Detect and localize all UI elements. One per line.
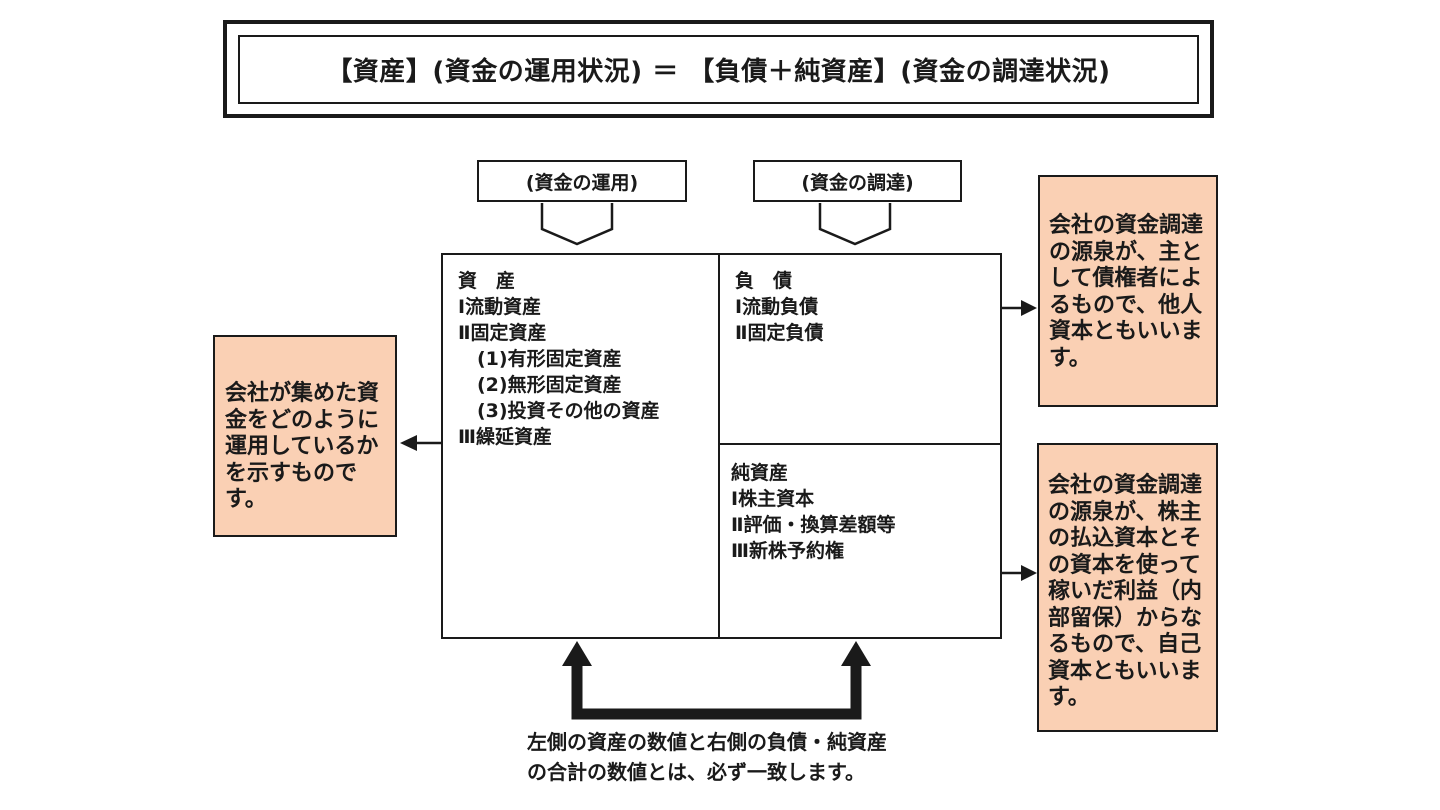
title-frame: 【資産】(資金の運用状況) ＝ 【負債＋純資産】(資金の調達状況) — [223, 20, 1214, 118]
net-assets-note-right-arrow-icon — [1002, 565, 1037, 581]
flow-label-funds-financing-text: (資金の調達) — [801, 171, 914, 194]
liabilities-note: 会社の資金調達 の源泉が、主と して債権者によ るもので、他人 資本ともいいま … — [1038, 175, 1218, 407]
liabilities-netassets-column: 負 債 Ⅰ流動負債 Ⅱ固定負債 純資産 Ⅰ株主資本 Ⅱ評価・換算差額等 Ⅲ新株予… — [718, 255, 1000, 637]
liabilities-list: 負 債 Ⅰ流動負債 Ⅱ固定負債 — [735, 270, 824, 344]
funds-operation-down-arrow-icon — [540, 203, 614, 246]
funds-financing-down-arrow-icon — [818, 203, 892, 246]
flow-label-funds-financing: (資金の調達) — [753, 160, 962, 202]
assets-note-left-arrow-icon — [400, 435, 443, 451]
diagram-title: 【資産】(資金の運用状況) ＝ 【負債＋純資産】(資金の調達状況) — [326, 57, 1111, 87]
liabilities-section: 負 債 Ⅰ流動負債 Ⅱ固定負債 — [720, 255, 1000, 445]
assets-note: 会社が集めた資 金をどのように 運用しているか を示すものです。 — [213, 335, 397, 537]
liabilities-note-right-arrow-icon — [1002, 300, 1037, 316]
equality-connector-icon — [562, 641, 871, 720]
assets-list: 資 産 Ⅰ流動資産 Ⅱ固定資産 (1)有形固定資産 (2)無形固定資産 (3)投… — [458, 270, 660, 448]
net-assets-list: 純資産 Ⅰ株主資本 Ⅱ評価・換算差額等 Ⅲ新株予約権 — [731, 462, 896, 562]
net-assets-note: 会社の資金調達 の源泉が、株主 の払込資本とそ の資本を使って 稼いだ利益（内 … — [1037, 443, 1218, 732]
balance-sheet-box: 資 産 Ⅰ流動資産 Ⅱ固定資産 (1)有形固定資産 (2)無形固定資産 (3)投… — [441, 253, 1002, 639]
flow-label-funds-operation: (資金の運用) — [477, 160, 687, 202]
title-box: 【資産】(資金の運用状況) ＝ 【負債＋純資産】(資金の調達状況) — [238, 35, 1199, 104]
flow-label-funds-operation-text: (資金の運用) — [525, 171, 639, 194]
assets-section: 資 産 Ⅰ流動資産 Ⅱ固定資産 (1)有形固定資産 (2)無形固定資産 (3)投… — [443, 255, 718, 637]
net-assets-section: 純資産 Ⅰ株主資本 Ⅱ評価・換算差額等 Ⅲ新株予約権 — [720, 445, 1000, 637]
equality-caption: 左側の資産の数値と右側の負債・純資産 の合計の数値とは、必ず一致します。 — [527, 730, 887, 784]
